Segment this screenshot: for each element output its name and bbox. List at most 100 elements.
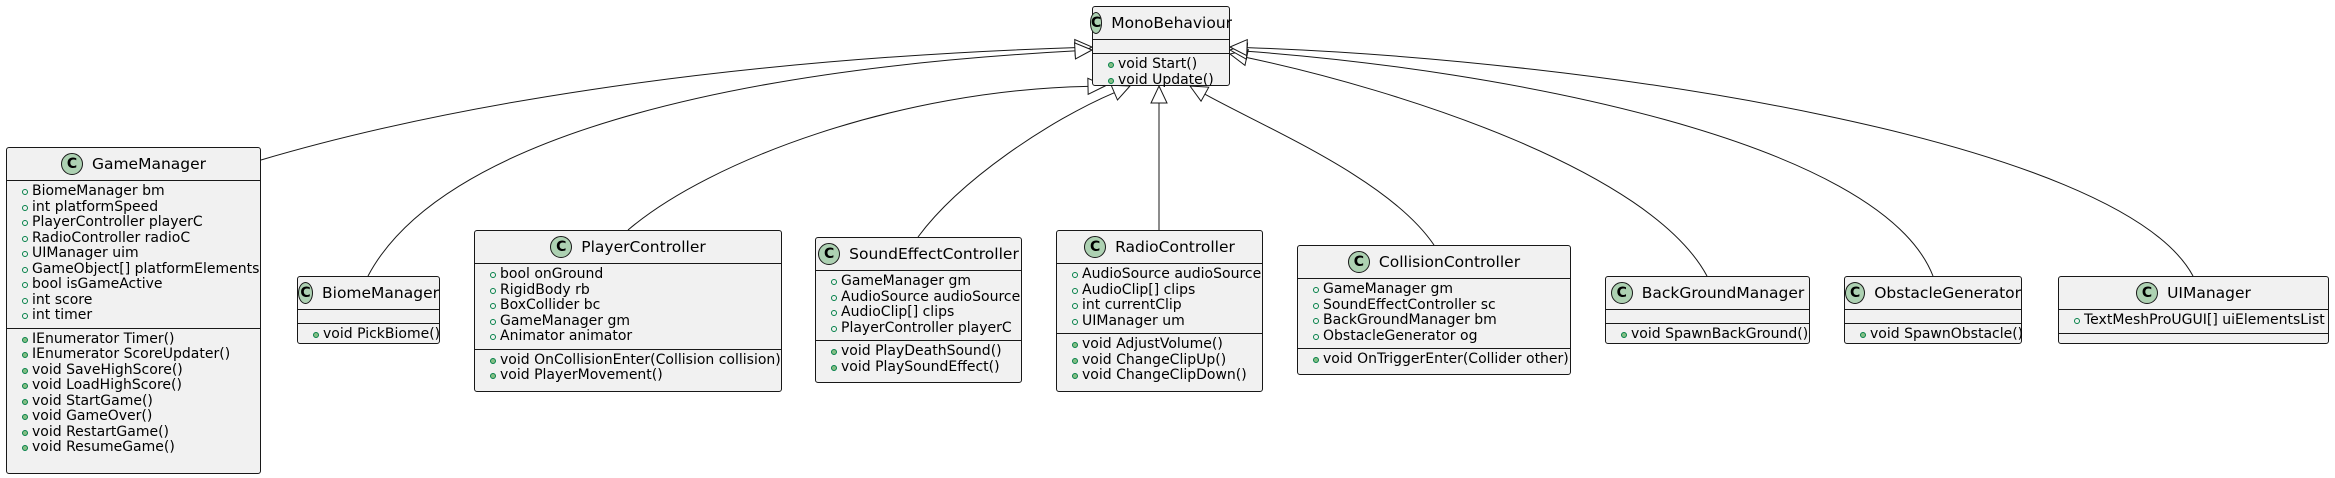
class-field: TextMeshProUGUI[] uiElementsList [2073, 312, 2328, 329]
class-field: GameManager gm [830, 273, 1021, 290]
class-method: void SpawnBackGround() [1620, 326, 1809, 343]
class-method: void ResumeGame() [21, 439, 260, 456]
class-c-icon: C [1610, 282, 1633, 304]
class-name: MonoBehaviour [1111, 14, 1233, 32]
class-method: void SaveHighScore() [21, 362, 260, 379]
class-c-icon: C [1845, 282, 1866, 304]
class-method: void SpawnObstacle() [1859, 326, 2023, 343]
class-name: BiomeManager [322, 284, 439, 302]
attributes-section: TextMeshProUGUI[] uiElementsList [2059, 309, 2328, 333]
class-field: AudioClip[] clips [830, 304, 1021, 321]
class-header: C MonoBehaviour [1089, 7, 1233, 39]
class-biomemanager[interactable]: C BiomeManager void PickBiome() [297, 276, 440, 344]
class-field: AudioSource audioSource [830, 289, 1021, 306]
inheritance-edge [1204, 93, 1435, 246]
attributes-section [298, 309, 439, 323]
class-header: C GameManager [7, 148, 260, 180]
inheritance-edge [917, 92, 1115, 238]
class-method: void ChangeClipUp() [1071, 352, 1262, 369]
class-field: int timer [21, 307, 260, 324]
class-field: UIManager um [1071, 313, 1262, 330]
class-method: void OnCollisionEnter(Collision collisio… [489, 352, 781, 369]
class-field: BoxCollider bc [489, 297, 781, 314]
class-name: SoundEffectController [849, 245, 1019, 263]
class-field: SoundEffectController sc [1312, 297, 1570, 314]
attributes-section: bool onGround RigidBody rb BoxCollider b… [475, 263, 781, 349]
class-field: bool isGameActive [21, 276, 260, 293]
class-c-icon: C [298, 282, 313, 304]
class-obstaclegenerator[interactable]: C ObstacleGenerator void SpawnObstacle() [1844, 276, 2023, 344]
class-radiocontroller[interactable]: C RadioController AudioSource audioSourc… [1056, 230, 1263, 392]
inheritance-edge [260, 47, 1076, 161]
inheritance-edge [367, 50, 1076, 277]
methods-section: void PlayDeathSound() void PlaySoundEffe… [816, 340, 1021, 379]
class-method: void GameOver() [21, 408, 260, 425]
attributes-section: BiomeManager bm int platformSpeed Player… [7, 180, 260, 328]
methods-section: void OnTriggerEnter(Collider other) [1298, 348, 1570, 372]
class-field: GameManager gm [1312, 281, 1570, 298]
class-header: C SoundEffectController [816, 238, 1021, 270]
inheritance-edge [1246, 50, 1934, 277]
class-method: void OnTriggerEnter(Collider other) [1312, 351, 1570, 368]
class-c-icon: C [1089, 12, 1103, 34]
class-name: BackGroundManager [1641, 284, 1805, 302]
attributes-section: GameManager gm SoundEffectController sc … [1298, 278, 1570, 348]
class-method: void PlaySoundEffect() [830, 359, 1021, 376]
methods-section: void OnCollisionEnter(Collision collisio… [475, 348, 781, 388]
attributes-section [1606, 309, 1809, 323]
class-method: void PlayerMovement() [489, 367, 781, 384]
class-name: RadioController [1115, 238, 1235, 256]
class-name: PlayerController [581, 238, 706, 256]
attributes-section [1093, 39, 1229, 53]
class-field: BiomeManager bm [21, 183, 260, 200]
class-field: int currentClip [1071, 297, 1262, 314]
class-method: void PlayDeathSound() [830, 343, 1021, 360]
class-field: RadioController radioC [21, 230, 260, 247]
class-backgroundmanager[interactable]: C BackGroundManager void SpawnBackGround… [1605, 276, 1810, 344]
inheritance-arrowhead [1228, 38, 1248, 57]
class-soundeffectcontroller[interactable]: C SoundEffectController GameManager gm A… [815, 237, 1022, 383]
class-header: C UIManager [2059, 277, 2328, 309]
class-collisioncontroller[interactable]: C CollisionController GameManager gm Sou… [1297, 245, 1571, 375]
class-field: PlayerController playerC [21, 214, 260, 231]
methods-section: void PickBiome() [298, 323, 440, 347]
class-name: GameManager [91, 155, 207, 173]
inheritance-edge [1246, 47, 2194, 277]
class-field: int score [21, 292, 260, 309]
class-method: void LoadHighScore() [21, 377, 260, 394]
class-header: C CollisionController [1298, 246, 1570, 278]
class-monobehaviour[interactable]: C MonoBehaviour void Start() void Update… [1089, 6, 1233, 87]
attributes-section: AudioSource audioSource AudioClip[] clip… [1057, 263, 1262, 333]
class-method: void Start() [1107, 56, 1229, 73]
class-method: void ChangeClipDown() [1071, 367, 1262, 384]
methods-section: void Start() void Update() [1093, 53, 1229, 92]
class-header: C BackGroundManager [1606, 277, 1809, 309]
class-gamemanager[interactable]: C GameManager BiomeManager bm int platfo… [6, 147, 261, 474]
class-field: RigidBody rb [489, 282, 781, 299]
class-method: IEnumerator ScoreUpdater() [21, 346, 260, 363]
class-method: IEnumerator Timer() [21, 331, 260, 348]
class-field: AudioClip[] clips [1071, 282, 1262, 299]
class-c-icon: C [2136, 282, 2159, 304]
class-uimanager[interactable]: C UIManager TextMeshProUGUI[] uiElements… [2058, 276, 2329, 344]
class-field: UIManager uim [21, 245, 260, 262]
inheritance-edge [1246, 57, 1708, 277]
class-method: void AdjustVolume() [1071, 336, 1262, 353]
class-field: PlayerController playerC [830, 320, 1021, 337]
class-header: C PlayerController [475, 231, 781, 263]
class-method: void Update() [1107, 72, 1229, 89]
attributes-section: GameManager gm AudioSource audioSource A… [816, 270, 1021, 340]
class-c-icon: C [550, 236, 573, 258]
inheritance-arrowhead [1150, 84, 1168, 104]
methods-section: IEnumerator Timer() IEnumerator ScoreUpd… [7, 327, 260, 460]
class-field: ObstacleGenerator og [1312, 328, 1570, 345]
class-field: BackGroundManager bm [1312, 312, 1570, 329]
class-field: AudioSource audioSource [1071, 266, 1262, 283]
attributes-section [1845, 309, 2021, 323]
class-field: Animator animator [489, 328, 781, 345]
methods-section [2059, 332, 2328, 347]
class-playercontroller[interactable]: C PlayerController bool onGround RigidBo… [474, 230, 782, 392]
class-method: void RestartGame() [21, 424, 260, 441]
class-header: C BiomeManager [298, 277, 439, 309]
class-field: int platformSpeed [21, 199, 260, 216]
